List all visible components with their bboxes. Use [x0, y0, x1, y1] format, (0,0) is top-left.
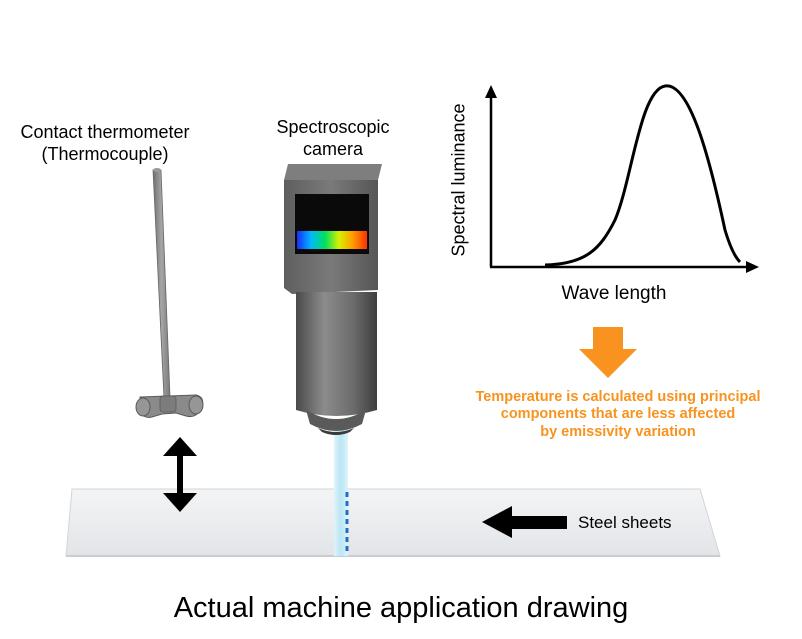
thermometer-label-line2: (Thermocouple) — [41, 143, 169, 164]
y-axis-label: Spectral luminance — [448, 103, 469, 257]
steel-sheet — [65, 488, 721, 557]
luminance-curve — [544, 84, 742, 267]
camera-label-line2: camera — [302, 138, 364, 159]
spectroscopic-camera — [284, 164, 382, 435]
calculation-note: Temperature is calculated using principa… — [430, 389, 802, 441]
calculation-note-line1: Temperature is calculated using principa… — [475, 389, 761, 405]
calculation-note-line3: by emissivity variation — [540, 423, 696, 440]
result-arrow-icon — [579, 327, 637, 378]
calculation-note-line2: components that are less affected — [500, 406, 736, 423]
contact-thermometer — [135, 168, 204, 418]
figure-caption: Actual machine application drawing — [173, 592, 629, 624]
chart-y-arrowhead — [485, 85, 497, 98]
chart-x-arrowhead — [746, 261, 759, 273]
camera-label-line1: Spectroscopic — [276, 117, 390, 137]
steel-sheets-label: Steel sheets — [578, 513, 672, 532]
sheet-direction-arrow — [482, 506, 567, 538]
camera-label: Spectroscopic camera — [248, 117, 418, 160]
spectral-chart — [485, 84, 759, 273]
spectrum-strip — [297, 231, 367, 249]
thermometer-label: Contact thermometer (Thermocouple) — [0, 122, 210, 165]
x-axis-label: Wave length — [561, 283, 667, 304]
measurement-beam — [334, 430, 348, 556]
vertical-motion-arrow — [163, 437, 197, 512]
thermometer-label-line1: Contact thermometer — [20, 122, 190, 142]
